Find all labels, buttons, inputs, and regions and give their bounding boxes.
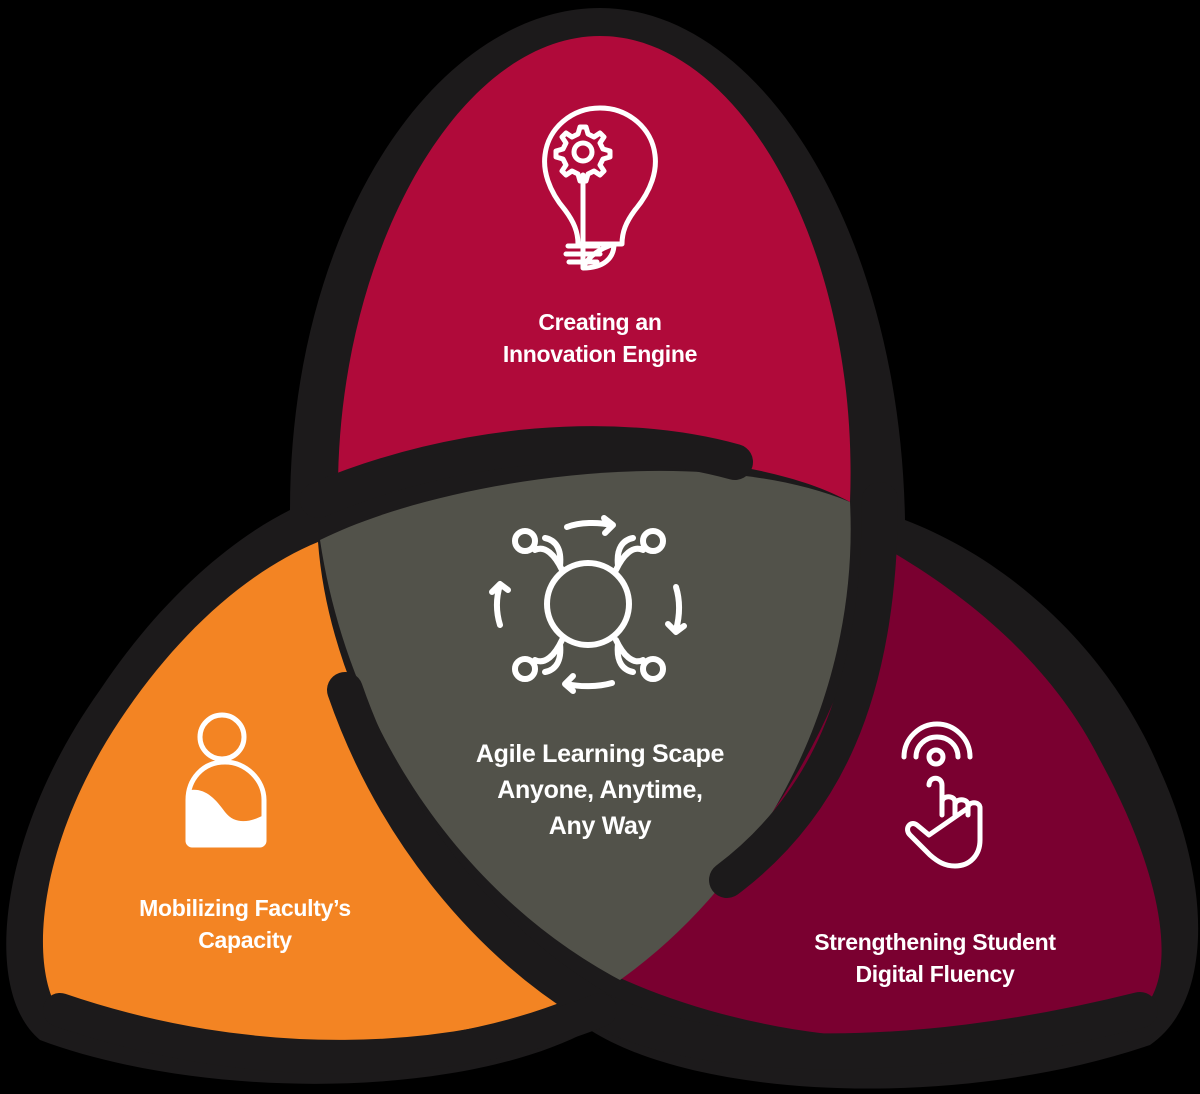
petal-right-title-line-2: Digital Fluency	[855, 961, 1015, 987]
petal-left[interactable]	[42, 542, 573, 1047]
petal-left-title-line-2: Capacity	[198, 927, 292, 953]
center-region[interactable]	[320, 470, 851, 980]
petal-right-title-line-1: Strengthening Student	[814, 929, 1056, 955]
lightbulb-gear-sprout-icon	[542, 105, 658, 271]
collaboration-cycle-icon	[489, 515, 687, 694]
petal-left-label: Mobilizing Faculty’s Capacity	[80, 892, 410, 956]
center-title-line-3: Any Way	[548, 812, 652, 840]
petal-top-title-line-1: Creating an	[538, 309, 662, 335]
petal-right[interactable]	[620, 545, 1162, 1040]
petal-left-title-line-1: Mobilizing Faculty’s	[139, 895, 351, 921]
center-title-line-1: Agile Learning Scape	[475, 740, 725, 768]
person-icon	[185, 712, 267, 848]
interlock-strokes	[43, 426, 1158, 1074]
petal-top-title-line-2: Innovation Engine	[502, 341, 698, 367]
tap-hand-icon	[901, 721, 983, 869]
center-label: Agile Learning Scape Anyone, Anytime, An…	[400, 736, 800, 844]
petal-top-label: Creating an Innovation Engine	[430, 306, 770, 370]
center-title-line-2: Anyone, Anytime,	[497, 776, 703, 804]
petal-right-label: Strengthening Student Digital Fluency	[770, 926, 1100, 990]
